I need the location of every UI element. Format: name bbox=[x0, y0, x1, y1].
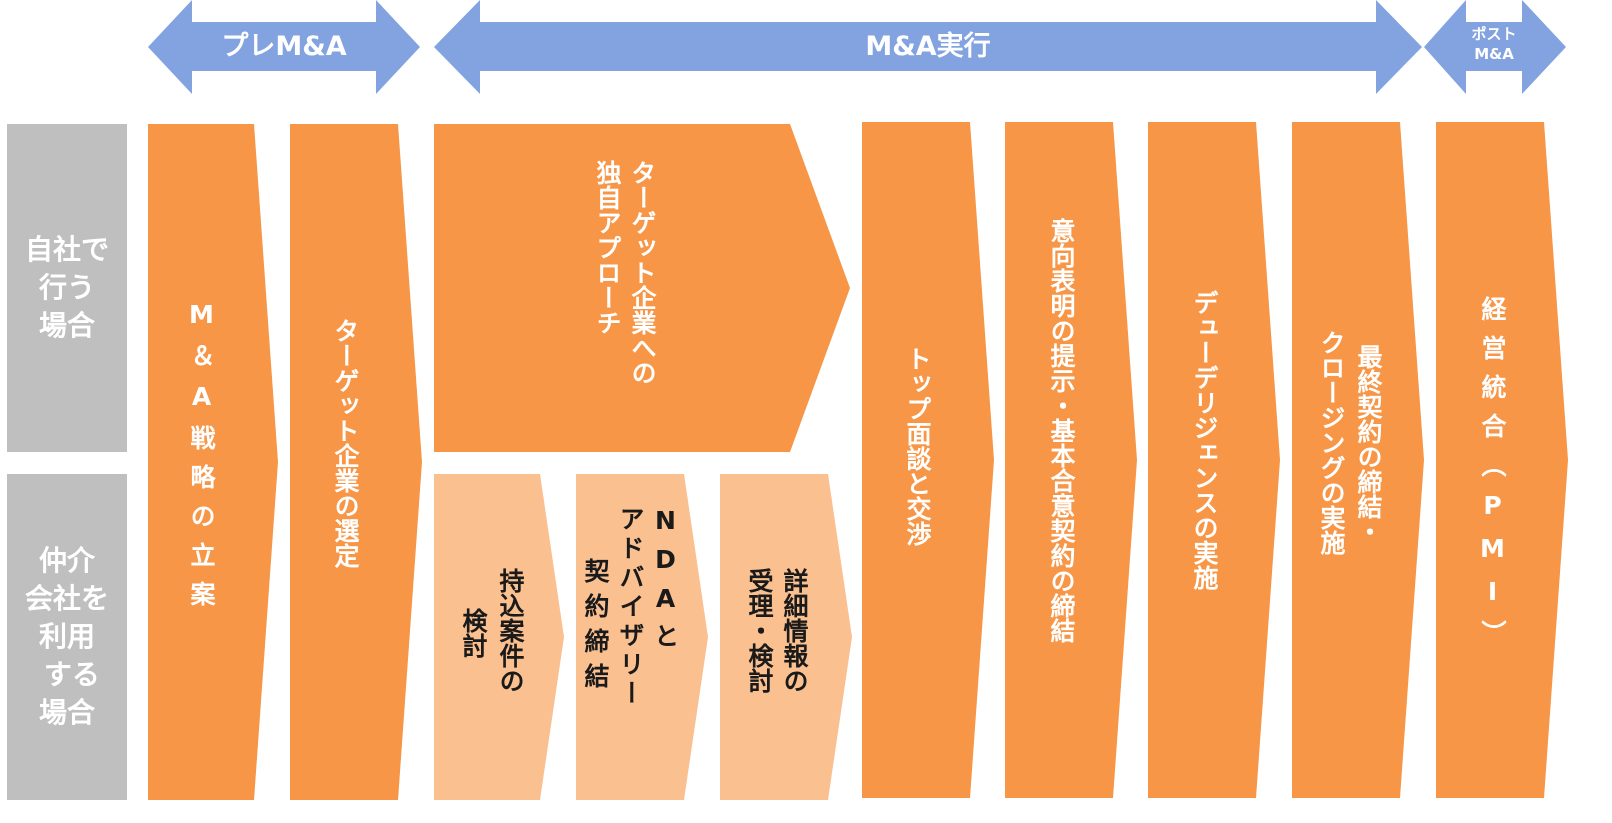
step-nda: NDAと アドバイザリー 契約締結 bbox=[580, 506, 681, 709]
step-nda-line2: アドバイザリー bbox=[616, 506, 645, 709]
phase-label-pre: プレM&A bbox=[221, 31, 347, 62]
row-label-box-self bbox=[7, 124, 127, 452]
step-closing-line2: クロージングの実施 bbox=[1317, 330, 1346, 555]
step-deal-review: 持込案件の 検討 bbox=[458, 568, 526, 693]
step-shape-direct-approach bbox=[434, 124, 850, 452]
phase-arrow-pre bbox=[148, 0, 420, 94]
step-target-selection: ターゲット企業の選定 bbox=[331, 318, 360, 568]
step-detail-info-line1: 詳細情報の bbox=[780, 568, 809, 693]
step-shape-deal-review bbox=[434, 474, 564, 800]
step-pmi: 経営統合（PMI） bbox=[1478, 296, 1507, 659]
row-label-broker: 仲介 会社を 利用 する 場合 bbox=[24, 544, 109, 729]
phase-label-post-line2: M&A bbox=[1474, 45, 1514, 63]
step-top-meeting: トップ面談と交渉 bbox=[903, 346, 932, 546]
row-label-self: 自社で 行う 場合 bbox=[24, 233, 109, 342]
step-direct-approach-line2: 独自アプローチ bbox=[593, 160, 622, 335]
step-direct-approach: ターゲット企業への 独自アプローチ bbox=[592, 160, 658, 420]
phase-arrow-post bbox=[1424, 0, 1566, 94]
step-shape-closing bbox=[1292, 122, 1424, 798]
step-deal-review-line1: 持込案件の bbox=[496, 568, 525, 693]
step-shape-loi bbox=[1005, 122, 1137, 798]
step-detail-info-line2: 受理・検討 bbox=[745, 568, 774, 693]
step-shape-detail-info bbox=[720, 474, 852, 800]
step-direct-approach-line1: ターゲット企業への bbox=[628, 160, 657, 385]
phase-arrow-execution bbox=[434, 0, 1422, 94]
step-deal-review-line2: 検討 bbox=[459, 608, 488, 658]
step-detail-info: 詳細情報の 受理・検討 bbox=[744, 568, 810, 693]
row-label-box-broker bbox=[7, 474, 127, 800]
step-shape-target-selection bbox=[290, 124, 422, 800]
phase-label-post-line1: ポスト bbox=[1471, 25, 1517, 43]
step-shape-due-diligence bbox=[1148, 122, 1280, 798]
step-loi: 意向表明の提示・基本合意契約の締結 bbox=[1047, 218, 1076, 643]
phase-label-execution: M&A実行 bbox=[865, 31, 991, 62]
step-closing-line1: 最終契約の締結・ bbox=[1354, 344, 1383, 544]
step-nda-line3: 契約締結 bbox=[581, 558, 610, 698]
step-shape-strategy bbox=[148, 124, 278, 800]
step-nda-line1: NDAと bbox=[651, 506, 680, 658]
step-shape-nda bbox=[576, 474, 708, 800]
phase-label-post: ポスト M&A bbox=[1466, 24, 1522, 64]
step-due-diligence: デューデリジェンスの実施 bbox=[1190, 290, 1219, 590]
step-closing: 最終契約の締結・ クロージングの実施 bbox=[1316, 330, 1384, 555]
step-shape-top-meeting bbox=[862, 122, 994, 798]
step-strategy: M＆A戦略の立案 bbox=[187, 300, 216, 620]
step-shape-pmi bbox=[1436, 122, 1568, 798]
